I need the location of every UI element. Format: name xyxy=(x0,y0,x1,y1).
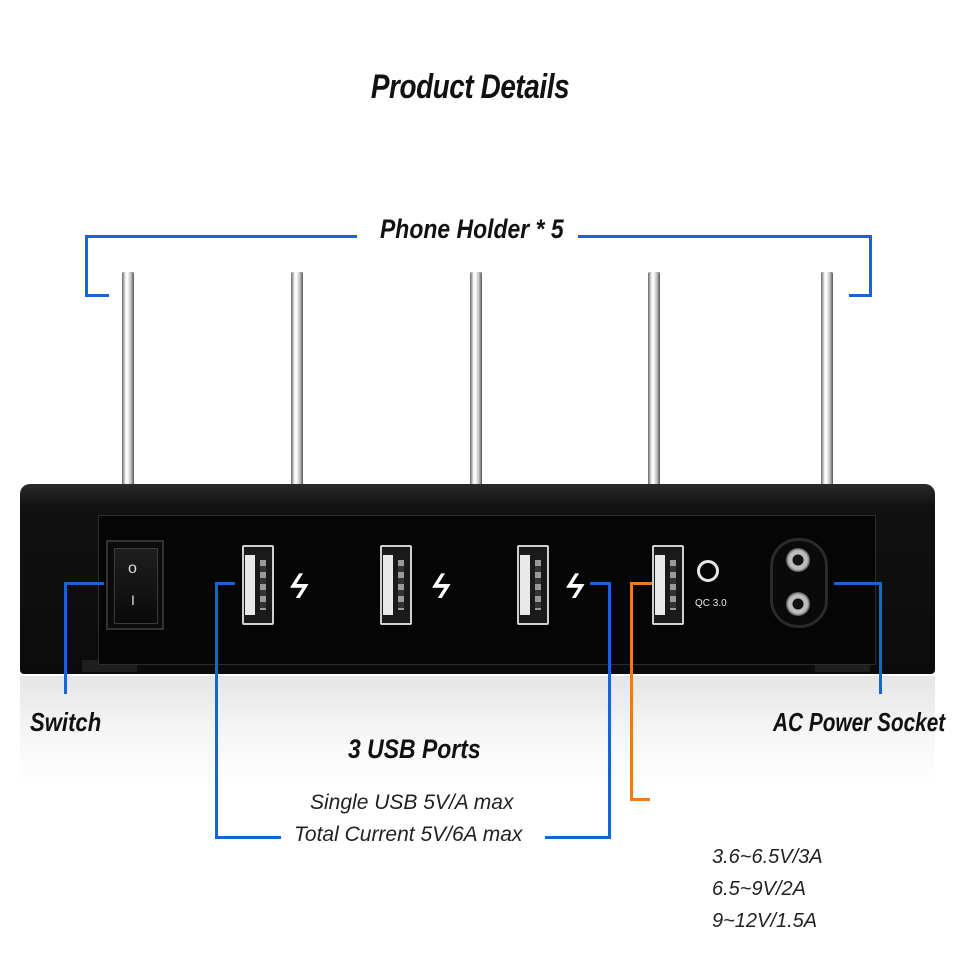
phone-holder-label: Phone Holder * 5 xyxy=(380,214,564,244)
phone-holder-rod xyxy=(648,272,660,487)
usb-spec-total: Total Current 5V/6A max xyxy=(294,823,523,846)
page-title: Product Details xyxy=(370,68,570,106)
switch-label: Switch xyxy=(30,707,102,737)
switch-on-mark: o xyxy=(128,560,137,577)
device-reflection xyxy=(20,676,935,786)
qc-spec-item: 6.5~9V/2A xyxy=(712,878,806,900)
ac-socket-pin xyxy=(786,592,810,616)
switch-off-mark: I xyxy=(131,592,135,608)
ac-power-socket-label: AC Power Socket xyxy=(773,707,946,737)
phone-holder-rod xyxy=(821,272,833,487)
ac-socket-pin xyxy=(786,548,810,572)
usb-ports-label: 3 USB Ports xyxy=(348,734,481,764)
qc-3-icon xyxy=(697,560,719,582)
switch-rocker xyxy=(114,548,158,624)
qc-spec-item: 3.6~6.5V/3A xyxy=(712,846,823,868)
phone-holder-rod xyxy=(470,272,482,487)
usb-spec-single: Single USB 5V/A max xyxy=(310,791,514,814)
phone-holder-rod xyxy=(291,272,303,487)
qc-spec-item: 9~12V/1.5A xyxy=(712,910,818,932)
front-panel xyxy=(98,515,876,665)
phone-holder-rod xyxy=(122,272,134,487)
qc-badge-text: QC 3.0 xyxy=(695,598,727,609)
